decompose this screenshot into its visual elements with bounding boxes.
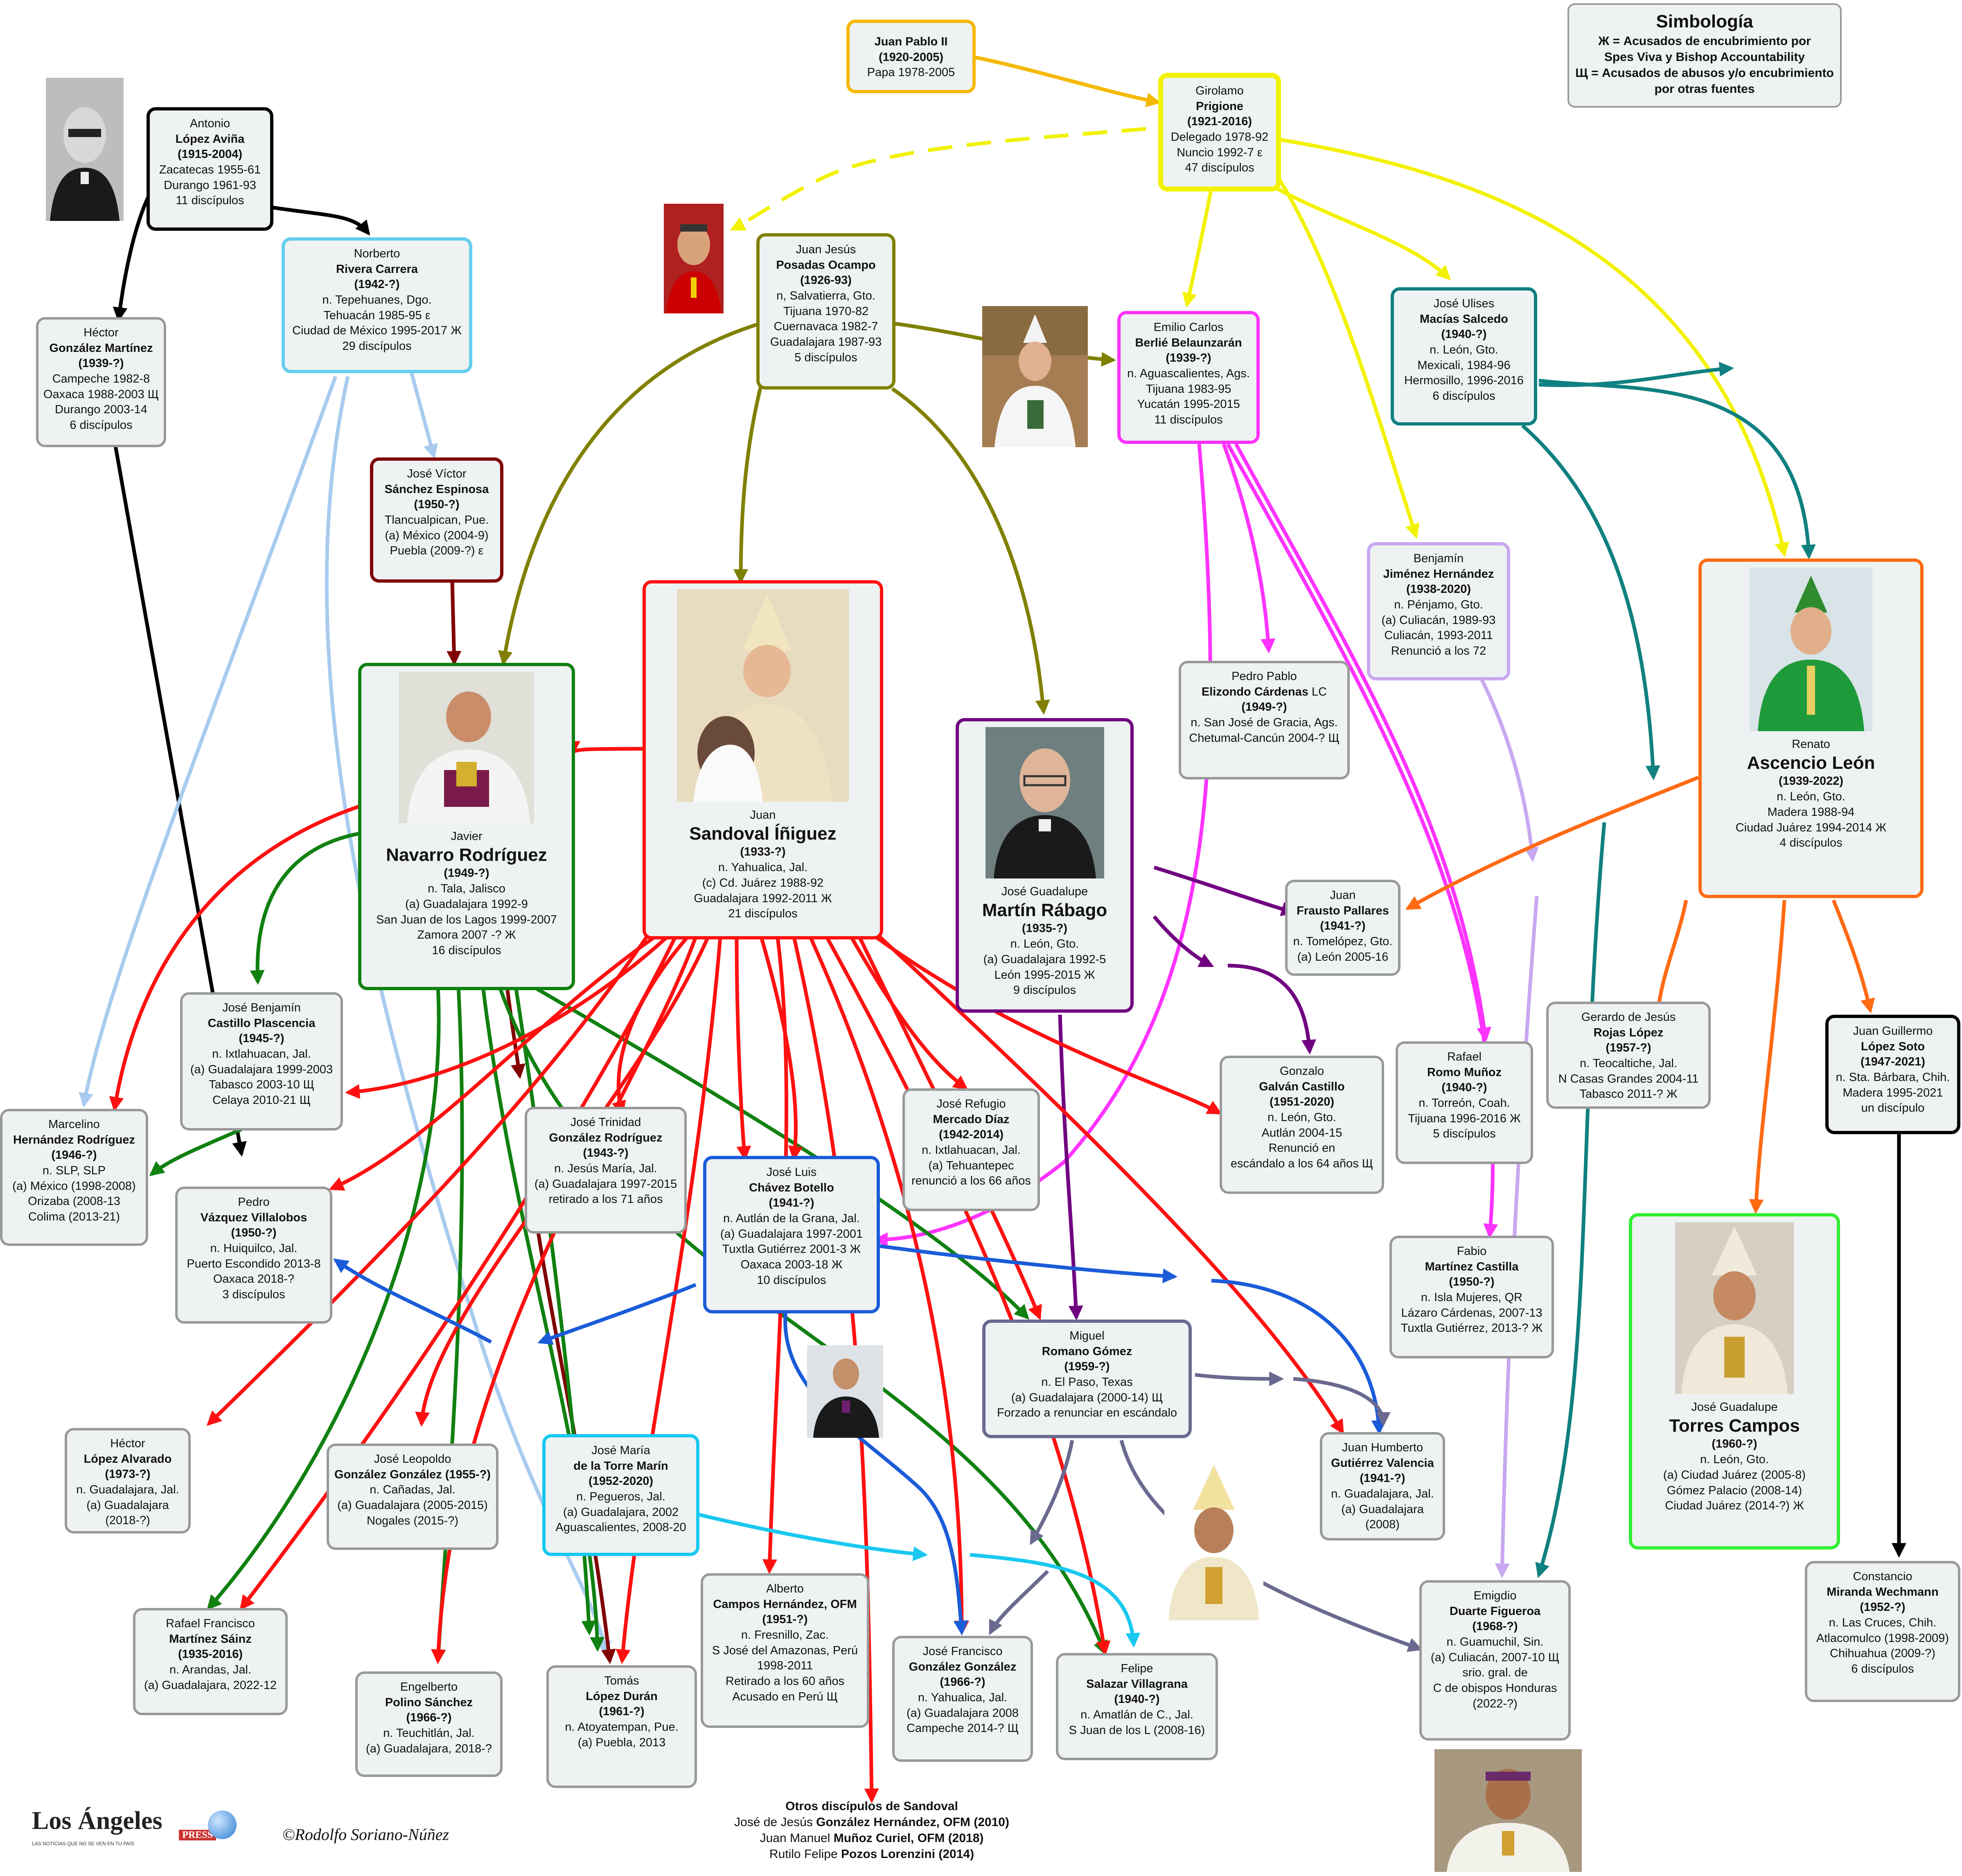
- legend-line: por otras fuentes: [1654, 82, 1755, 96]
- node-ascencio-leon[interactable]: Renato Ascencio León (1939-2022) n. León…: [1698, 559, 1924, 898]
- portrait-sandoval: [677, 589, 849, 802]
- node-gonzalez-martinez[interactable]: Héctor González Martínez (1939-?) Campec…: [36, 317, 166, 447]
- node-frausto-pallares[interactable]: Juan Frausto Pallares (1941-?) n. Tomeló…: [1285, 880, 1400, 976]
- node-galvan-castillo[interactable]: Gonzalo Galván Castillo (1951-2020) n. L…: [1220, 1056, 1384, 1194]
- portrait-duarte-figueroa: [1434, 1749, 1582, 1872]
- node-torres-campos[interactable]: José Guadalupe Torres Campos (1960-?) n.…: [1629, 1213, 1840, 1549]
- node-lopez-duran[interactable]: Tomás López Durán (1961-?) n. Atoyatempa…: [546, 1665, 697, 1788]
- portrait-chavez-botello: [807, 1345, 883, 1438]
- legend: Simbología Ж = Acusados de encubrimiento…: [1567, 3, 1842, 108]
- node-miranda-wechmann[interactable]: Constancio Miranda Wechmann (1952-?) n. …: [1805, 1561, 1960, 1702]
- legend-line: Ж = Acusados de encubrimiento por: [1598, 34, 1811, 48]
- portrait-posadas: [664, 204, 724, 313]
- node-martinez-castilla[interactable]: Fabio Martínez Castilla (1950-?) n. Isla…: [1389, 1236, 1554, 1358]
- node-romano-gomez[interactable]: Miguel Romano Gómez (1959-?) n. El Paso,…: [982, 1320, 1192, 1438]
- portrait-martin-rabago: [985, 727, 1104, 878]
- globe-icon: [208, 1811, 237, 1839]
- node-rojas-lopez[interactable]: Gerardo de Jesús Rojas López (1957-?) n.…: [1546, 1002, 1711, 1109]
- node-martinez-sainz[interactable]: Rafael Francisco Martínez Sáinz (1935-20…: [133, 1608, 288, 1715]
- node-vazquez-villalobos[interactable]: Pedro Vázquez Villalobos (1950-?) n. Hui…: [175, 1187, 332, 1324]
- author-credit: ©Rodolfo Soriano-Núñez: [282, 1825, 449, 1844]
- legend-line: Щ = Acusados de abusos y/o encubrimiento: [1575, 66, 1834, 80]
- node-lopez-alvarado[interactable]: Héctor López Alvarado (1973-?) n. Guadal…: [65, 1428, 191, 1534]
- node-salazar-villagrana[interactable]: Felipe Salazar Villagrana (1940-?) n. Am…: [1056, 1653, 1218, 1760]
- node-gonzalez-gonzalez-francisco[interactable]: José Francisco González González (1966-?…: [892, 1636, 1033, 1762]
- node-sanchez-espinosa[interactable]: José Víctor Sánchez Espinosa (1950-?) Tl…: [370, 457, 503, 583]
- portrait-berlie: [982, 306, 1088, 447]
- node-romo-munoz[interactable]: Rafael Romo Muñoz (1940-?) n. Torreón, C…: [1396, 1041, 1533, 1164]
- portrait-torres-campos: [1675, 1222, 1794, 1394]
- node-gutierrez-valencia[interactable]: Juan Humberto Gutiérrez Valencia (1941-?…: [1320, 1432, 1445, 1540]
- other-disciples: Otros discípulos de Sandoval José de Jes…: [734, 1799, 1009, 1861]
- node-gonzalez-gonzalez-leopoldo[interactable]: José Leopoldo González González (1955-?)…: [327, 1444, 498, 1550]
- node-chavez-botello[interactable]: José Luis Chávez Botello (1941-?) n. Aut…: [703, 1156, 880, 1313]
- node-elizondo-cardenas[interactable]: Pedro Pablo Elizondo Cárdenas LC (1949-?…: [1179, 661, 1350, 779]
- node-sandoval-iniguez[interactable]: Juan Sandoval Íñiguez (1933-?) n. Yahual…: [643, 580, 883, 939]
- portrait-ascencio: [1750, 568, 1872, 731]
- node-juan-pablo-ii[interactable]: Juan Pablo II (1920-2005) Papa 1978-2005: [846, 20, 976, 93]
- node-navarro-rodriguez[interactable]: Javier Navarro Rodríguez (1949-?) n. Tal…: [358, 663, 575, 990]
- node-mercado-diaz[interactable]: José Refugio Mercado Díaz (1942-2014) n.…: [902, 1088, 1040, 1211]
- node-lopez-soto[interactable]: Juan Guillermo López Soto (1947-2021) n.…: [1825, 1015, 1960, 1134]
- node-martin-rabago[interactable]: José Guadalupe Martín Rábago (1935-?) n.…: [956, 718, 1134, 1013]
- portrait-lopez-avina: [46, 78, 124, 221]
- node-berlie[interactable]: Emilio Carlos Berlié Belaunzarán (1939-?…: [1117, 311, 1260, 444]
- legend-line: Spes Viva y Bishop Accountability: [1604, 50, 1805, 64]
- node-polino-sanchez[interactable]: Engelberto Polino Sánchez (1966-?) n. Te…: [355, 1671, 503, 1777]
- los-angeles-press-logo: Los Ángeles PRESS LAS NOTICIAS QUE NO SE…: [32, 1806, 245, 1856]
- portrait-romano-gomez: [1164, 1457, 1263, 1620]
- node-lopez-avina[interactable]: Antonio López Aviña (1915-2004) Zacateca…: [147, 107, 273, 231]
- node-castillo-plascencia[interactable]: José Benjamín Castillo Plascencia (1945-…: [180, 992, 343, 1131]
- node-prigione[interactable]: Girolamo Prigione (1921-2016) Delegado 1…: [1158, 73, 1281, 191]
- portrait-navarro: [399, 672, 534, 823]
- node-de-la-torre-marin[interactable]: José María de la Torre Marín (1952-2020)…: [542, 1434, 699, 1556]
- node-duarte-figueroa[interactable]: Emigdio Duarte Figueroa (1968-?) n. Guam…: [1419, 1580, 1571, 1741]
- node-rivera-carrera[interactable]: Norberto Rivera Carrera (1942-?) n. Tepe…: [282, 237, 472, 373]
- node-hernandez-rodriguez[interactable]: Marcelino Hernández Rodríguez (1946-?) n…: [0, 1109, 148, 1246]
- legend-title: Simbología: [1656, 11, 1753, 32]
- node-macias-salcedo[interactable]: José Ulises Macías Salcedo (1940-?) n. L…: [1391, 287, 1537, 426]
- node-posadas-ocampo[interactable]: Juan Jesús Posadas Ocampo (1926-93) n, S…: [756, 233, 895, 390]
- node-jimenez-hernandez[interactable]: Benjamín Jiménez Hernández (1938-2020) n…: [1367, 542, 1510, 680]
- node-gonzalez-rodriguez[interactable]: José Trinidad González Rodríguez (1943-?…: [525, 1107, 687, 1234]
- node-campos-hernandez[interactable]: Alberto Campos Hernández, OFM (1951-?) n…: [701, 1573, 869, 1728]
- other-disciples-title: Otros discípulos de Sandoval: [785, 1799, 958, 1813]
